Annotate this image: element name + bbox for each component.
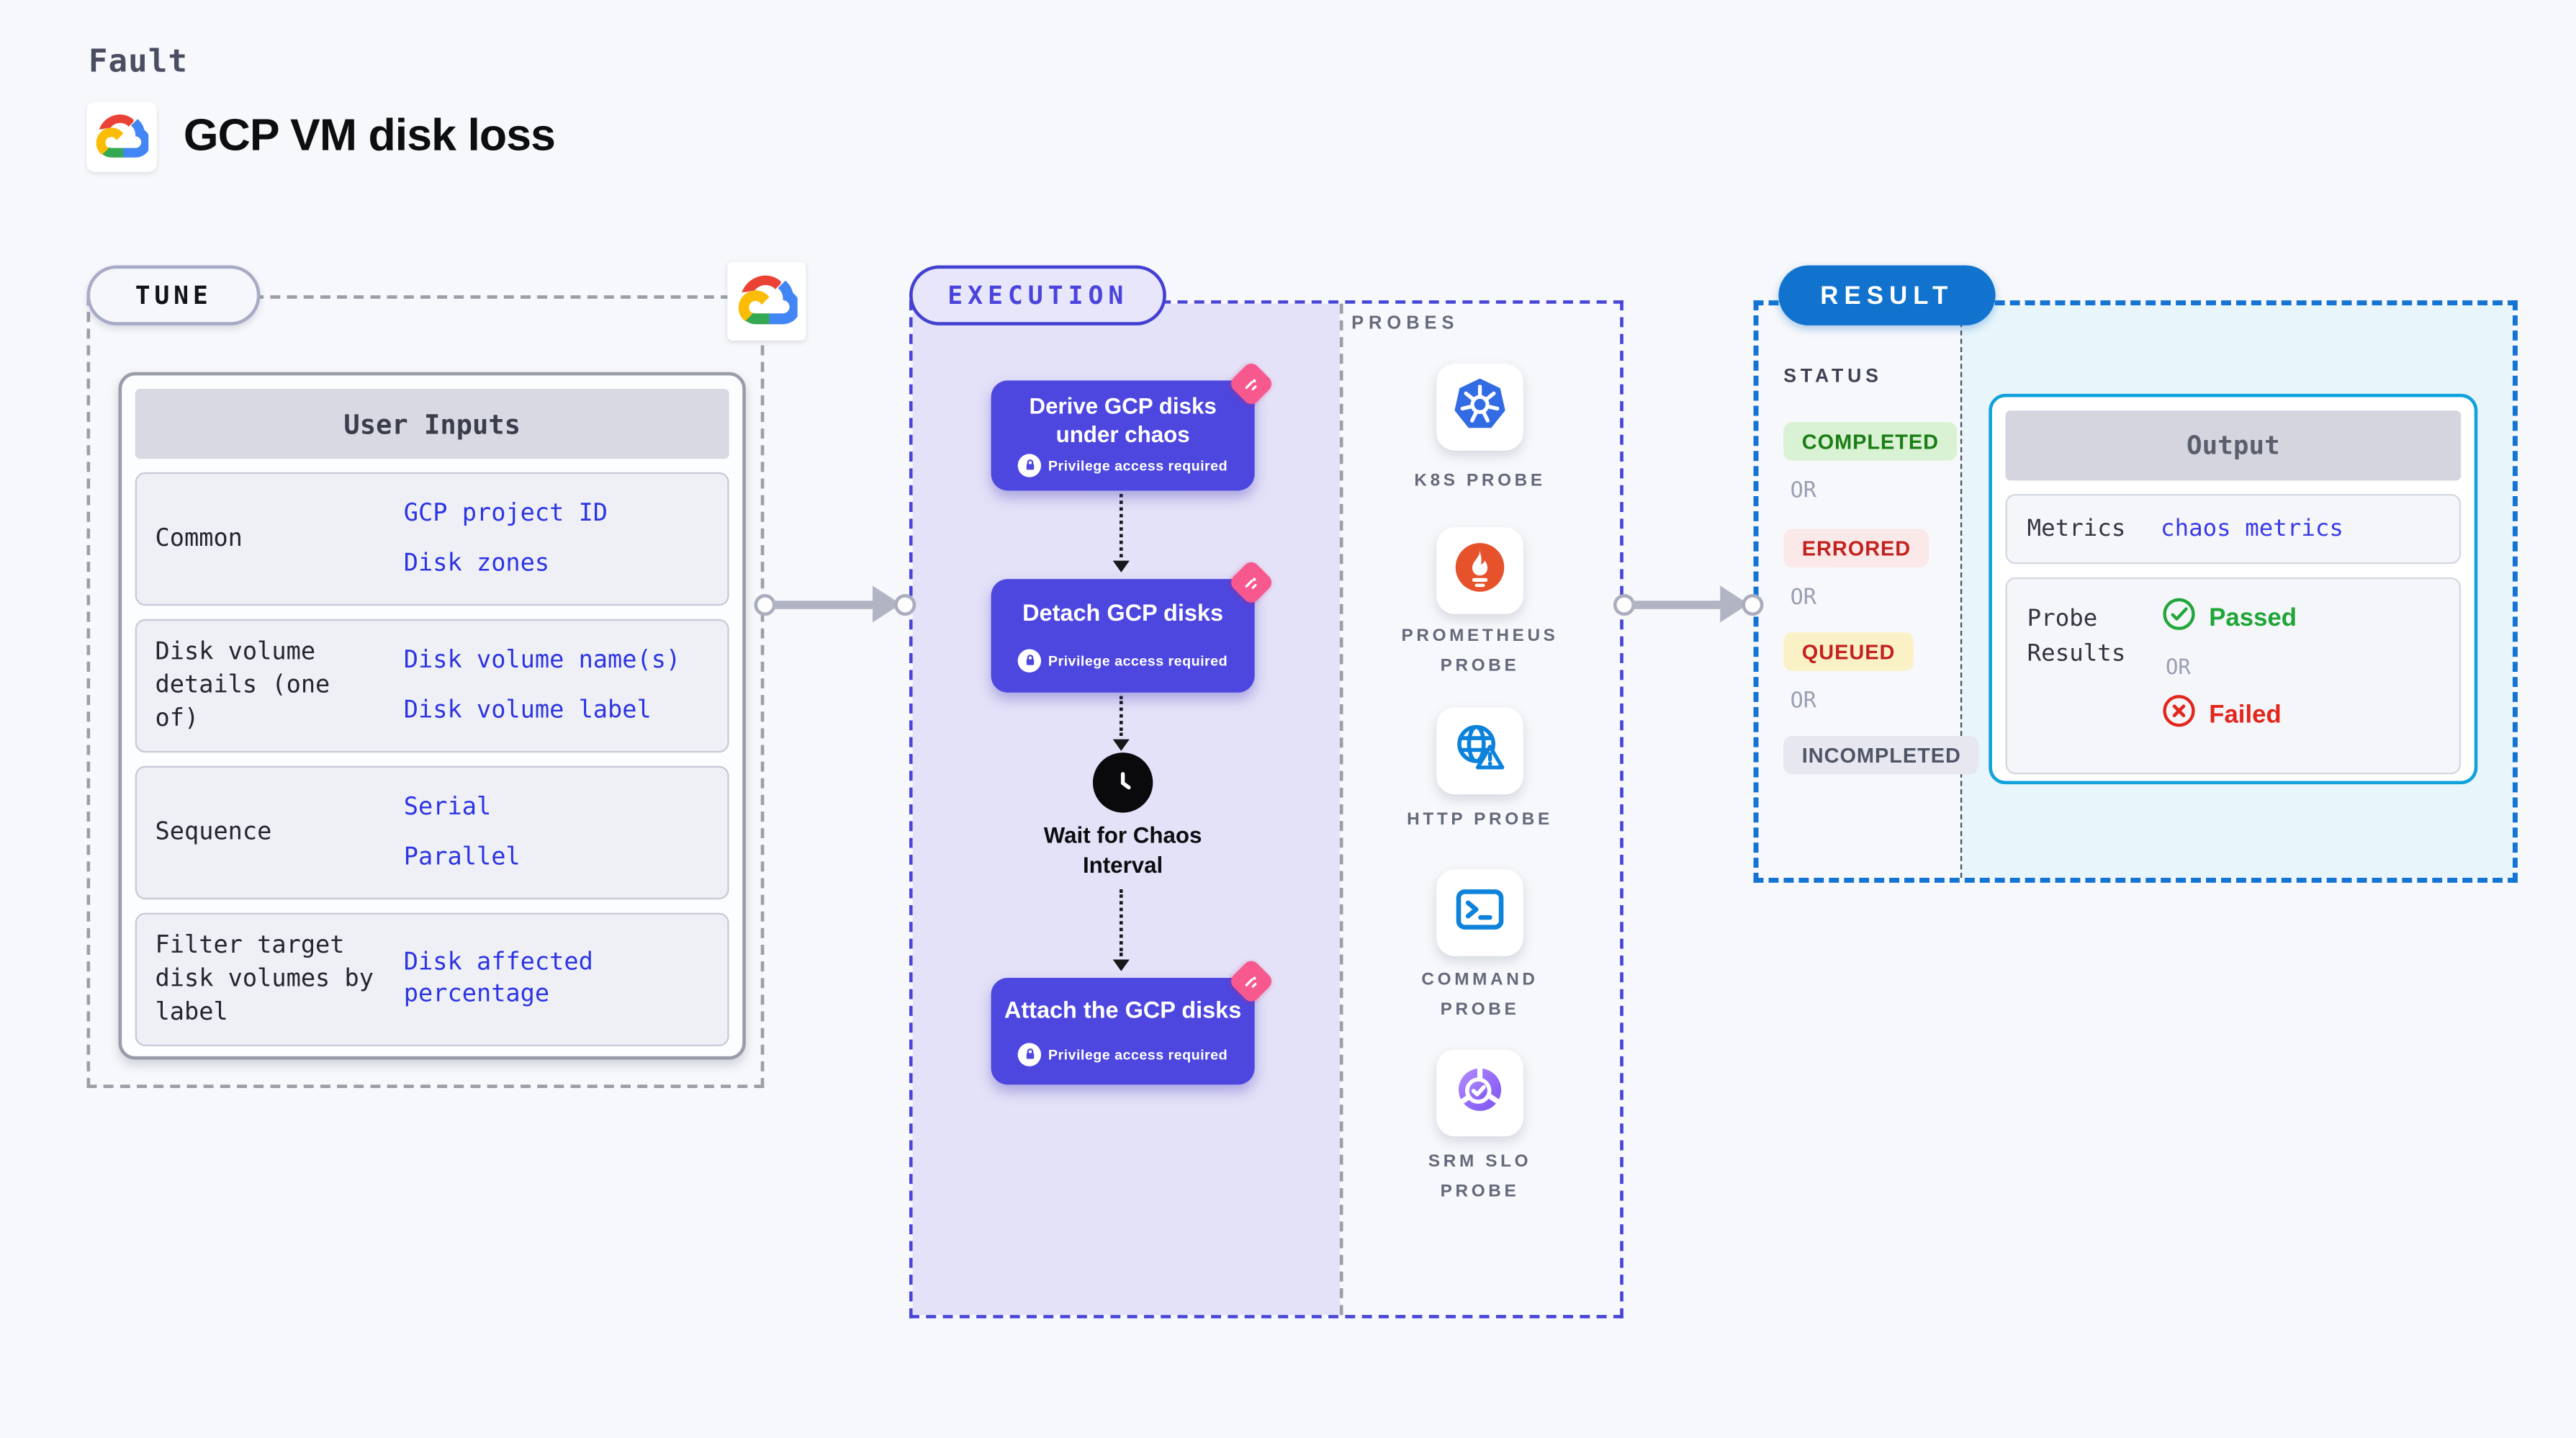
- connector: [1119, 493, 1123, 558]
- privilege-note: Privilege access required: [1048, 1046, 1228, 1064]
- check-circle-icon: [2161, 596, 2197, 639]
- row-label: Disk volume details (one of): [155, 638, 330, 733]
- status-badge-completed: COMPLETED: [1783, 422, 1958, 461]
- execution-label-pill: EXECUTION: [909, 265, 1167, 325]
- output-card: Output Metrics chaos metrics Probe Resul…: [1989, 393, 2478, 785]
- flow-arrow-tune-to-execution: [754, 583, 917, 626]
- probes-title: PROBES: [1351, 313, 1459, 334]
- x-circle-icon: [2161, 693, 2197, 736]
- user-inputs-card: User Inputs Common GCP project ID Disk z…: [118, 372, 746, 1060]
- user-input-row-sequence: Sequence Serial Parallel: [135, 765, 729, 900]
- or-separator: OR: [1790, 689, 1816, 714]
- chaos-fork-icon: [1228, 360, 1275, 408]
- gcp-cloud-icon: [95, 107, 151, 166]
- input-link[interactable]: Disk zones: [403, 549, 550, 577]
- gcp-logo-tile: [86, 102, 157, 172]
- clock-icon: [1092, 752, 1153, 813]
- probe-card-http: [1436, 707, 1523, 795]
- probes-divider: [1339, 303, 1343, 1316]
- status-badge-incompleted: INCOMPLETED: [1783, 735, 1980, 775]
- result-label-pill: RESULT: [1778, 265, 1996, 325]
- input-link[interactable]: GCP project ID: [403, 500, 608, 527]
- step-title: Attach the GCP disks: [1004, 996, 1242, 1023]
- status-title: STATUS: [1783, 367, 1883, 387]
- status-badge-queued: QUEUED: [1783, 632, 1914, 671]
- row-label: Filter target disk volumes by label: [155, 932, 374, 1027]
- step-derive-gcp-disks: Derive GCP disks under chaos Privilege a…: [991, 360, 1275, 491]
- probe-card-command: [1436, 869, 1523, 956]
- input-link[interactable]: Serial: [403, 794, 492, 821]
- probe-card-prometheus: [1436, 527, 1523, 614]
- lock-icon: [1018, 453, 1042, 477]
- probe-results-label: Probe Results: [2027, 606, 2126, 668]
- connector: [1119, 889, 1123, 956]
- connector-arrowhead: [1112, 739, 1129, 751]
- lock-icon: [1018, 648, 1042, 672]
- tune-label-pill: TUNE: [86, 265, 261, 325]
- row-label: Sequence: [155, 819, 272, 846]
- tune-region: [86, 295, 765, 1088]
- status-badge-errored: ERRORED: [1783, 529, 1929, 567]
- gcp-cloud-icon: [737, 269, 800, 333]
- or-separator: OR: [2165, 654, 2191, 680]
- metrics-row: Metrics chaos metrics: [2005, 493, 2462, 565]
- chaos-fork-icon: [1228, 558, 1275, 606]
- or-separator: OR: [1790, 479, 1816, 504]
- probe-label: K8S PROBE: [1414, 470, 1546, 491]
- user-input-row-disk-volume: Disk volume details (one of) Disk volume…: [135, 619, 729, 753]
- privilege-note: Privilege access required: [1048, 457, 1228, 474]
- row-label: Common: [155, 525, 243, 552]
- lock-icon: [1018, 1043, 1042, 1066]
- user-input-row-filter: Filter target disk volumes by label Disk…: [135, 912, 729, 1047]
- prometheus-icon: [1451, 538, 1508, 603]
- input-link[interactable]: Disk volume name(s): [403, 647, 681, 674]
- output-header: Output: [2005, 410, 2462, 481]
- chaos-fork-icon: [1228, 957, 1275, 1005]
- passed-result: Passed: [2161, 596, 2459, 639]
- step-title: Detach GCP disks: [1022, 599, 1224, 626]
- user-input-row-common: Common GCP project ID Disk zones: [135, 472, 729, 606]
- kubernetes-icon: [1451, 374, 1508, 439]
- input-link[interactable]: Parallel: [403, 843, 521, 871]
- input-link[interactable]: Disk affected percentage: [403, 949, 593, 1008]
- metrics-label: Metrics: [2027, 514, 2126, 542]
- page-title: GCP VM disk loss: [183, 109, 556, 161]
- or-separator: OR: [1790, 585, 1816, 611]
- chaos-metrics-link[interactable]: chaos metrics: [2161, 516, 2343, 543]
- probe-label: HTTP PROBE: [1407, 809, 1553, 830]
- step-attach-gcp-disks: Attach the GCP disks Privilege access re…: [991, 957, 1275, 1085]
- wait-for-chaos-label: Wait for Chaos Interval: [1043, 822, 1202, 877]
- connector-arrowhead: [1112, 560, 1129, 572]
- step-title: under chaos: [1055, 421, 1190, 446]
- probe-card-srm-slo: [1436, 1049, 1523, 1137]
- privilege-note: Privilege access required: [1048, 652, 1228, 669]
- terminal-icon: [1451, 880, 1508, 945]
- flow-arrow-execution-to-result: [1613, 583, 1764, 626]
- gcp-corner-tile: [727, 261, 806, 341]
- globe-warning-icon: [1451, 719, 1508, 783]
- step-detach-gcp-disks: Detach GCP disks Privilege access requir…: [991, 558, 1275, 693]
- connector: [1119, 696, 1123, 736]
- probe-card-k8s: [1436, 364, 1523, 451]
- step-title: Derive GCP disks: [1029, 394, 1217, 420]
- probe-results-row: Probe Results Passed OR: [2005, 577, 2462, 775]
- failed-result: Failed: [2161, 693, 2459, 736]
- input-link[interactable]: Disk volume label: [403, 696, 652, 724]
- donut-check-icon: [1451, 1061, 1508, 1125]
- fault-kicker: Fault: [88, 43, 189, 81]
- connector-arrowhead: [1112, 959, 1129, 971]
- user-inputs-header: User Inputs: [135, 388, 729, 459]
